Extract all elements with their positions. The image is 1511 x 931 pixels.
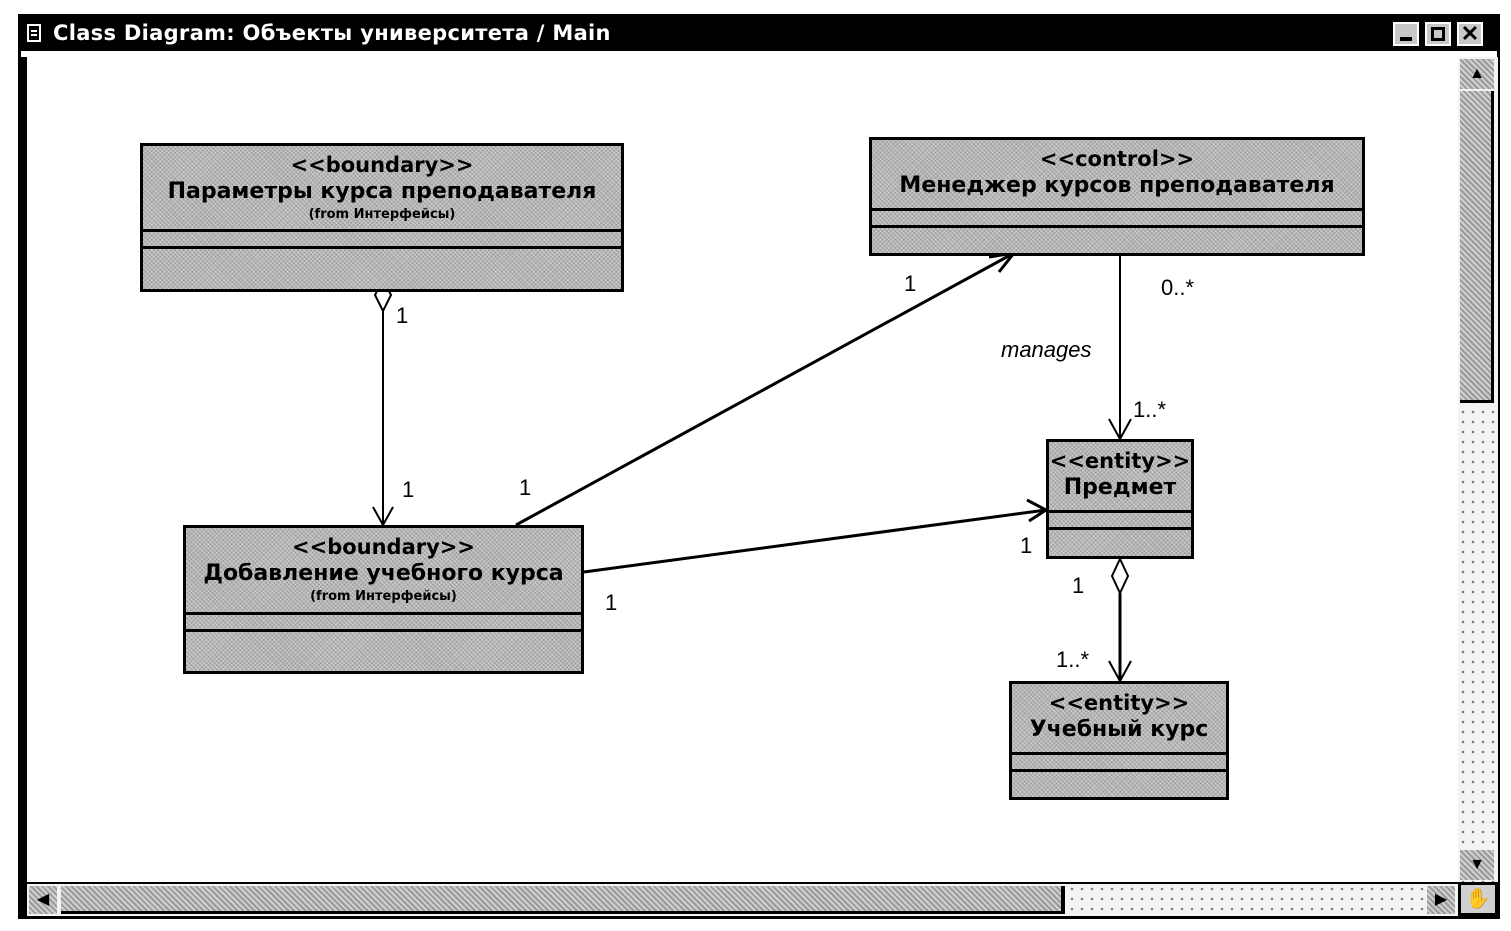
multiplicity-label: 1 <box>402 477 415 502</box>
multiplicity-label: 1 <box>396 303 409 328</box>
class-stereotype: <<entity>> <box>1048 691 1190 715</box>
class-subject[interactable]: <<entity>> Предмет <box>1046 439 1194 559</box>
scroll-up-button[interactable]: ▲ <box>1460 59 1494 89</box>
attributes-compartment <box>1012 752 1226 769</box>
vertical-scrollbar[interactable]: ▲ ▼ <box>1458 57 1498 882</box>
diagram-window: Class Diagram: Объекты университета / Ma… <box>18 14 1500 919</box>
class-stereotype: <<boundary>> <box>292 535 475 559</box>
operations-compartment <box>1012 769 1226 786</box>
horizontal-scrollbar[interactable]: ◀ ▶ <box>21 882 1498 916</box>
attributes-compartment <box>186 612 581 629</box>
class-add[interactable]: <<boundary>> Добавление учебного курса (… <box>183 525 584 674</box>
association-name-label: manages <box>1001 337 1092 362</box>
class-name: Учебный курс <box>1029 717 1209 742</box>
attributes-compartment <box>1049 510 1191 527</box>
class-diagram-icon <box>27 24 41 42</box>
attributes-compartment <box>872 208 1362 225</box>
class-package: (from Интерфейсы) <box>310 589 457 604</box>
operations-compartment <box>872 225 1362 242</box>
class-name: Добавление учебного курса <box>203 561 564 586</box>
close-button[interactable]: ✕ <box>1457 22 1483 46</box>
class-name: Предмет <box>1063 475 1177 500</box>
operations-compartment <box>1049 527 1191 544</box>
scroll-left-button[interactable]: ◀ <box>29 886 57 914</box>
window-title: Class Diagram: Объекты университета / Ma… <box>53 21 611 45</box>
multiplicity-label: 1..* <box>1056 647 1090 672</box>
multiplicity-label: 1..* <box>1133 397 1167 422</box>
class-course[interactable]: <<entity>> Учебный курс <box>1009 681 1229 800</box>
multiplicity-label: 1 <box>605 590 618 615</box>
multiplicity-label: 1 <box>1072 573 1085 598</box>
maximize-button[interactable] <box>1425 22 1451 46</box>
class-name: Менеджер курсов преподавателя <box>899 173 1335 198</box>
operations-compartment <box>186 629 581 646</box>
scroll-right-button[interactable]: ▶ <box>1427 886 1455 914</box>
multiplicity-label: 1 <box>904 271 917 296</box>
class-stereotype: <<control>> <box>1039 147 1195 171</box>
attributes-compartment <box>143 229 621 246</box>
multiplicity-label: 0..* <box>1161 275 1195 300</box>
assoc-add-manager[interactable] <box>515 250 1018 527</box>
aggregation-diamond-icon <box>1110 556 1130 596</box>
assoc-manager-subject[interactable] <box>1108 256 1132 442</box>
class-stereotype: <<boundary>> <box>290 153 474 177</box>
scroll-down-button[interactable]: ▼ <box>1460 850 1494 880</box>
assoc-add-subject[interactable] <box>583 498 1049 574</box>
assoc-params-add[interactable] <box>372 276 394 528</box>
minimize-button[interactable] <box>1393 22 1419 46</box>
diagram-canvas[interactable]: <<boundary>> Параметры курса преподавате… <box>21 57 1456 882</box>
class-manager[interactable]: <<control>> Менеджер курсов преподавател… <box>869 137 1365 256</box>
assoc-subject-course[interactable] <box>1108 556 1132 684</box>
title-bar[interactable]: Class Diagram: Объекты университета / Ma… <box>21 17 1497 51</box>
horizontal-scroll-thumb[interactable] <box>61 886 1065 914</box>
multiplicity-label: 1 <box>1020 533 1033 558</box>
class-package: (from Интерфейсы) <box>308 207 456 222</box>
vertical-scroll-thumb[interactable] <box>1460 91 1494 403</box>
pan-hand-icon[interactable]: ✋ <box>1458 882 1498 916</box>
multiplicity-label: 1 <box>519 475 532 500</box>
class-name: Параметры курса преподавателя <box>167 179 597 204</box>
class-stereotype: <<entity>> <box>1049 449 1191 473</box>
operations-compartment <box>143 246 621 263</box>
class-params[interactable]: <<boundary>> Параметры курса преподавате… <box>140 143 624 292</box>
